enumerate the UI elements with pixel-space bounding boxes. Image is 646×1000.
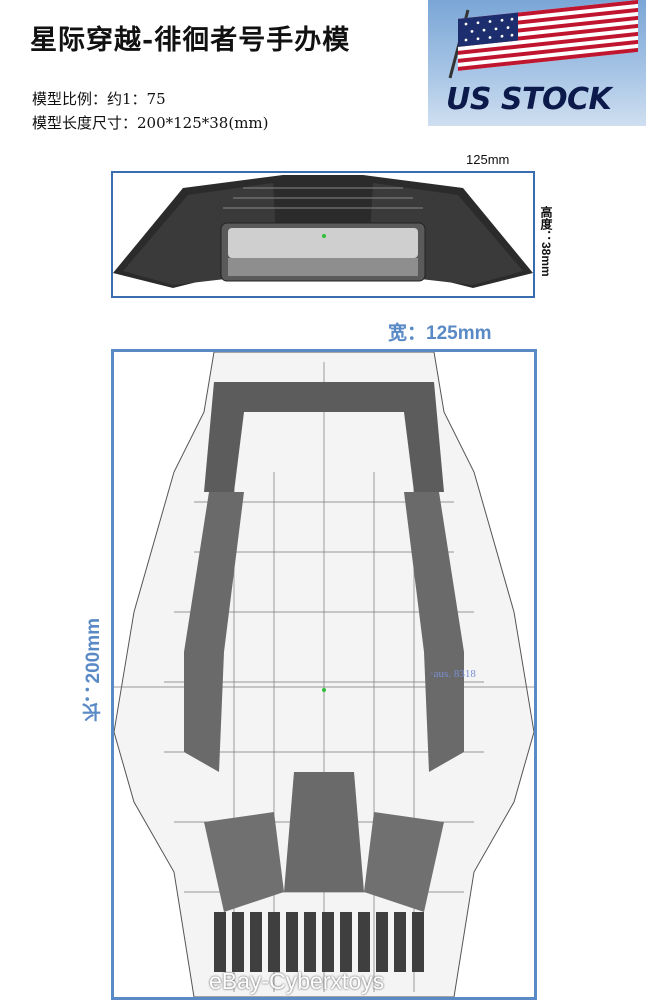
- top-view-length-label: 长：200mm: [83, 618, 104, 722]
- us-stock-text: US STOCK: [446, 82, 612, 117]
- ebay-watermark: eBay-Cyberxtoys: [209, 968, 385, 994]
- product-title: 星际穿越-徘徊者号手办模: [30, 25, 351, 56]
- front-view-model: [113, 175, 533, 288]
- spec-size: 模型长度尺寸：200*125*38(mm): [32, 114, 269, 132]
- front-view-box: [111, 171, 535, 298]
- top-view-stamp: ·aus. 8318: [430, 668, 476, 680]
- top-view-model: [114, 352, 534, 997]
- top-view-box: [111, 349, 537, 1000]
- spec-scale: 模型比例：约1：75: [32, 90, 166, 108]
- front-view-width-label: 125mm: [466, 152, 510, 167]
- top-view-width-label: 宽：125mm: [388, 323, 492, 344]
- front-view-height-label: 高度：38mm: [539, 206, 553, 277]
- us-stock-badge: US STOCK: [428, 0, 646, 126]
- american-flag-icon: [448, 0, 638, 79]
